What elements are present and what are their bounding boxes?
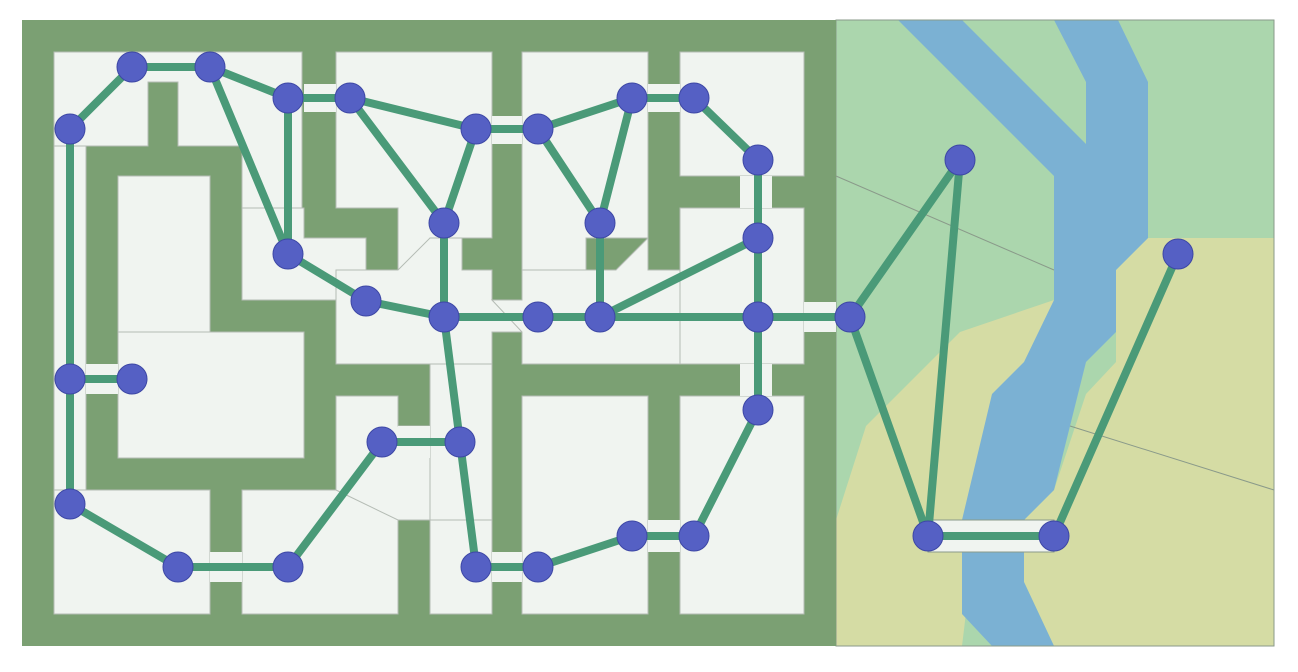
- graph-node: [584, 301, 616, 333]
- graph-edge: [440, 313, 464, 446]
- room: [117, 175, 211, 333]
- graph-edge: [206, 63, 292, 258]
- graph-edge: [284, 438, 386, 571]
- graph-node: [350, 285, 382, 317]
- graph-node: [54, 113, 86, 145]
- graph-node: [460, 113, 492, 145]
- room: [117, 331, 305, 459]
- graph-edge: [846, 313, 932, 540]
- rooms: [53, 51, 805, 615]
- graph-edge: [924, 156, 964, 540]
- graph-node: [272, 551, 304, 583]
- graph-node: [742, 394, 774, 426]
- graph-node: [616, 520, 648, 552]
- graph-node: [116, 363, 148, 395]
- graph-edge: [596, 94, 636, 227]
- graph-edge: [534, 125, 604, 227]
- room: [241, 207, 367, 301]
- graph-node: [366, 426, 398, 458]
- river: [898, 20, 1148, 646]
- graph-node: [742, 301, 774, 333]
- graph-node: [678, 520, 710, 552]
- room: [679, 395, 805, 615]
- graph-node: [116, 51, 148, 83]
- graph-edge: [440, 125, 480, 227]
- graph-node: [272, 82, 304, 114]
- graph-edge: [534, 94, 636, 133]
- graph-node: [742, 144, 774, 176]
- graph-node: [834, 301, 866, 333]
- building: [22, 20, 836, 646]
- graph-node: [162, 551, 194, 583]
- graph-node: [428, 301, 460, 333]
- graph-node: [584, 207, 616, 239]
- graph-node: [54, 488, 86, 520]
- graph-node: [460, 551, 492, 583]
- graph-node: [522, 301, 554, 333]
- room: [679, 51, 805, 177]
- graph-node: [1038, 520, 1070, 552]
- graph-node: [272, 238, 304, 270]
- graph-node: [54, 363, 86, 395]
- graph-edge: [66, 500, 182, 571]
- graph-node: [742, 222, 774, 254]
- graph-edge: [846, 156, 964, 321]
- graph-edge: [690, 406, 762, 540]
- graph-node: [912, 520, 944, 552]
- graph-edge: [456, 438, 480, 571]
- graph-node: [334, 82, 366, 114]
- graph-node: [444, 426, 476, 458]
- graph-node: [428, 207, 460, 239]
- graph-edge: [1050, 250, 1182, 540]
- region-boundary: [835, 175, 1055, 271]
- outdoor-terrain: [835, 19, 1275, 647]
- graph-node: [678, 82, 710, 114]
- graph-edge: [346, 94, 480, 133]
- graph-node: [522, 551, 554, 583]
- graph-edge: [346, 94, 448, 227]
- graph-node: [1162, 238, 1194, 270]
- graph-edge: [534, 532, 636, 571]
- graph-nodes: [54, 51, 1194, 583]
- region-boundary: [1069, 425, 1275, 491]
- graph-node: [194, 51, 226, 83]
- graph-node: [616, 82, 648, 114]
- graph-node: [944, 144, 976, 176]
- room: [335, 237, 523, 365]
- graph-node: [522, 113, 554, 145]
- graph-edge: [596, 234, 762, 321]
- room: [679, 207, 805, 365]
- room: [241, 489, 399, 615]
- grass-lower-right-region: [1024, 238, 1274, 646]
